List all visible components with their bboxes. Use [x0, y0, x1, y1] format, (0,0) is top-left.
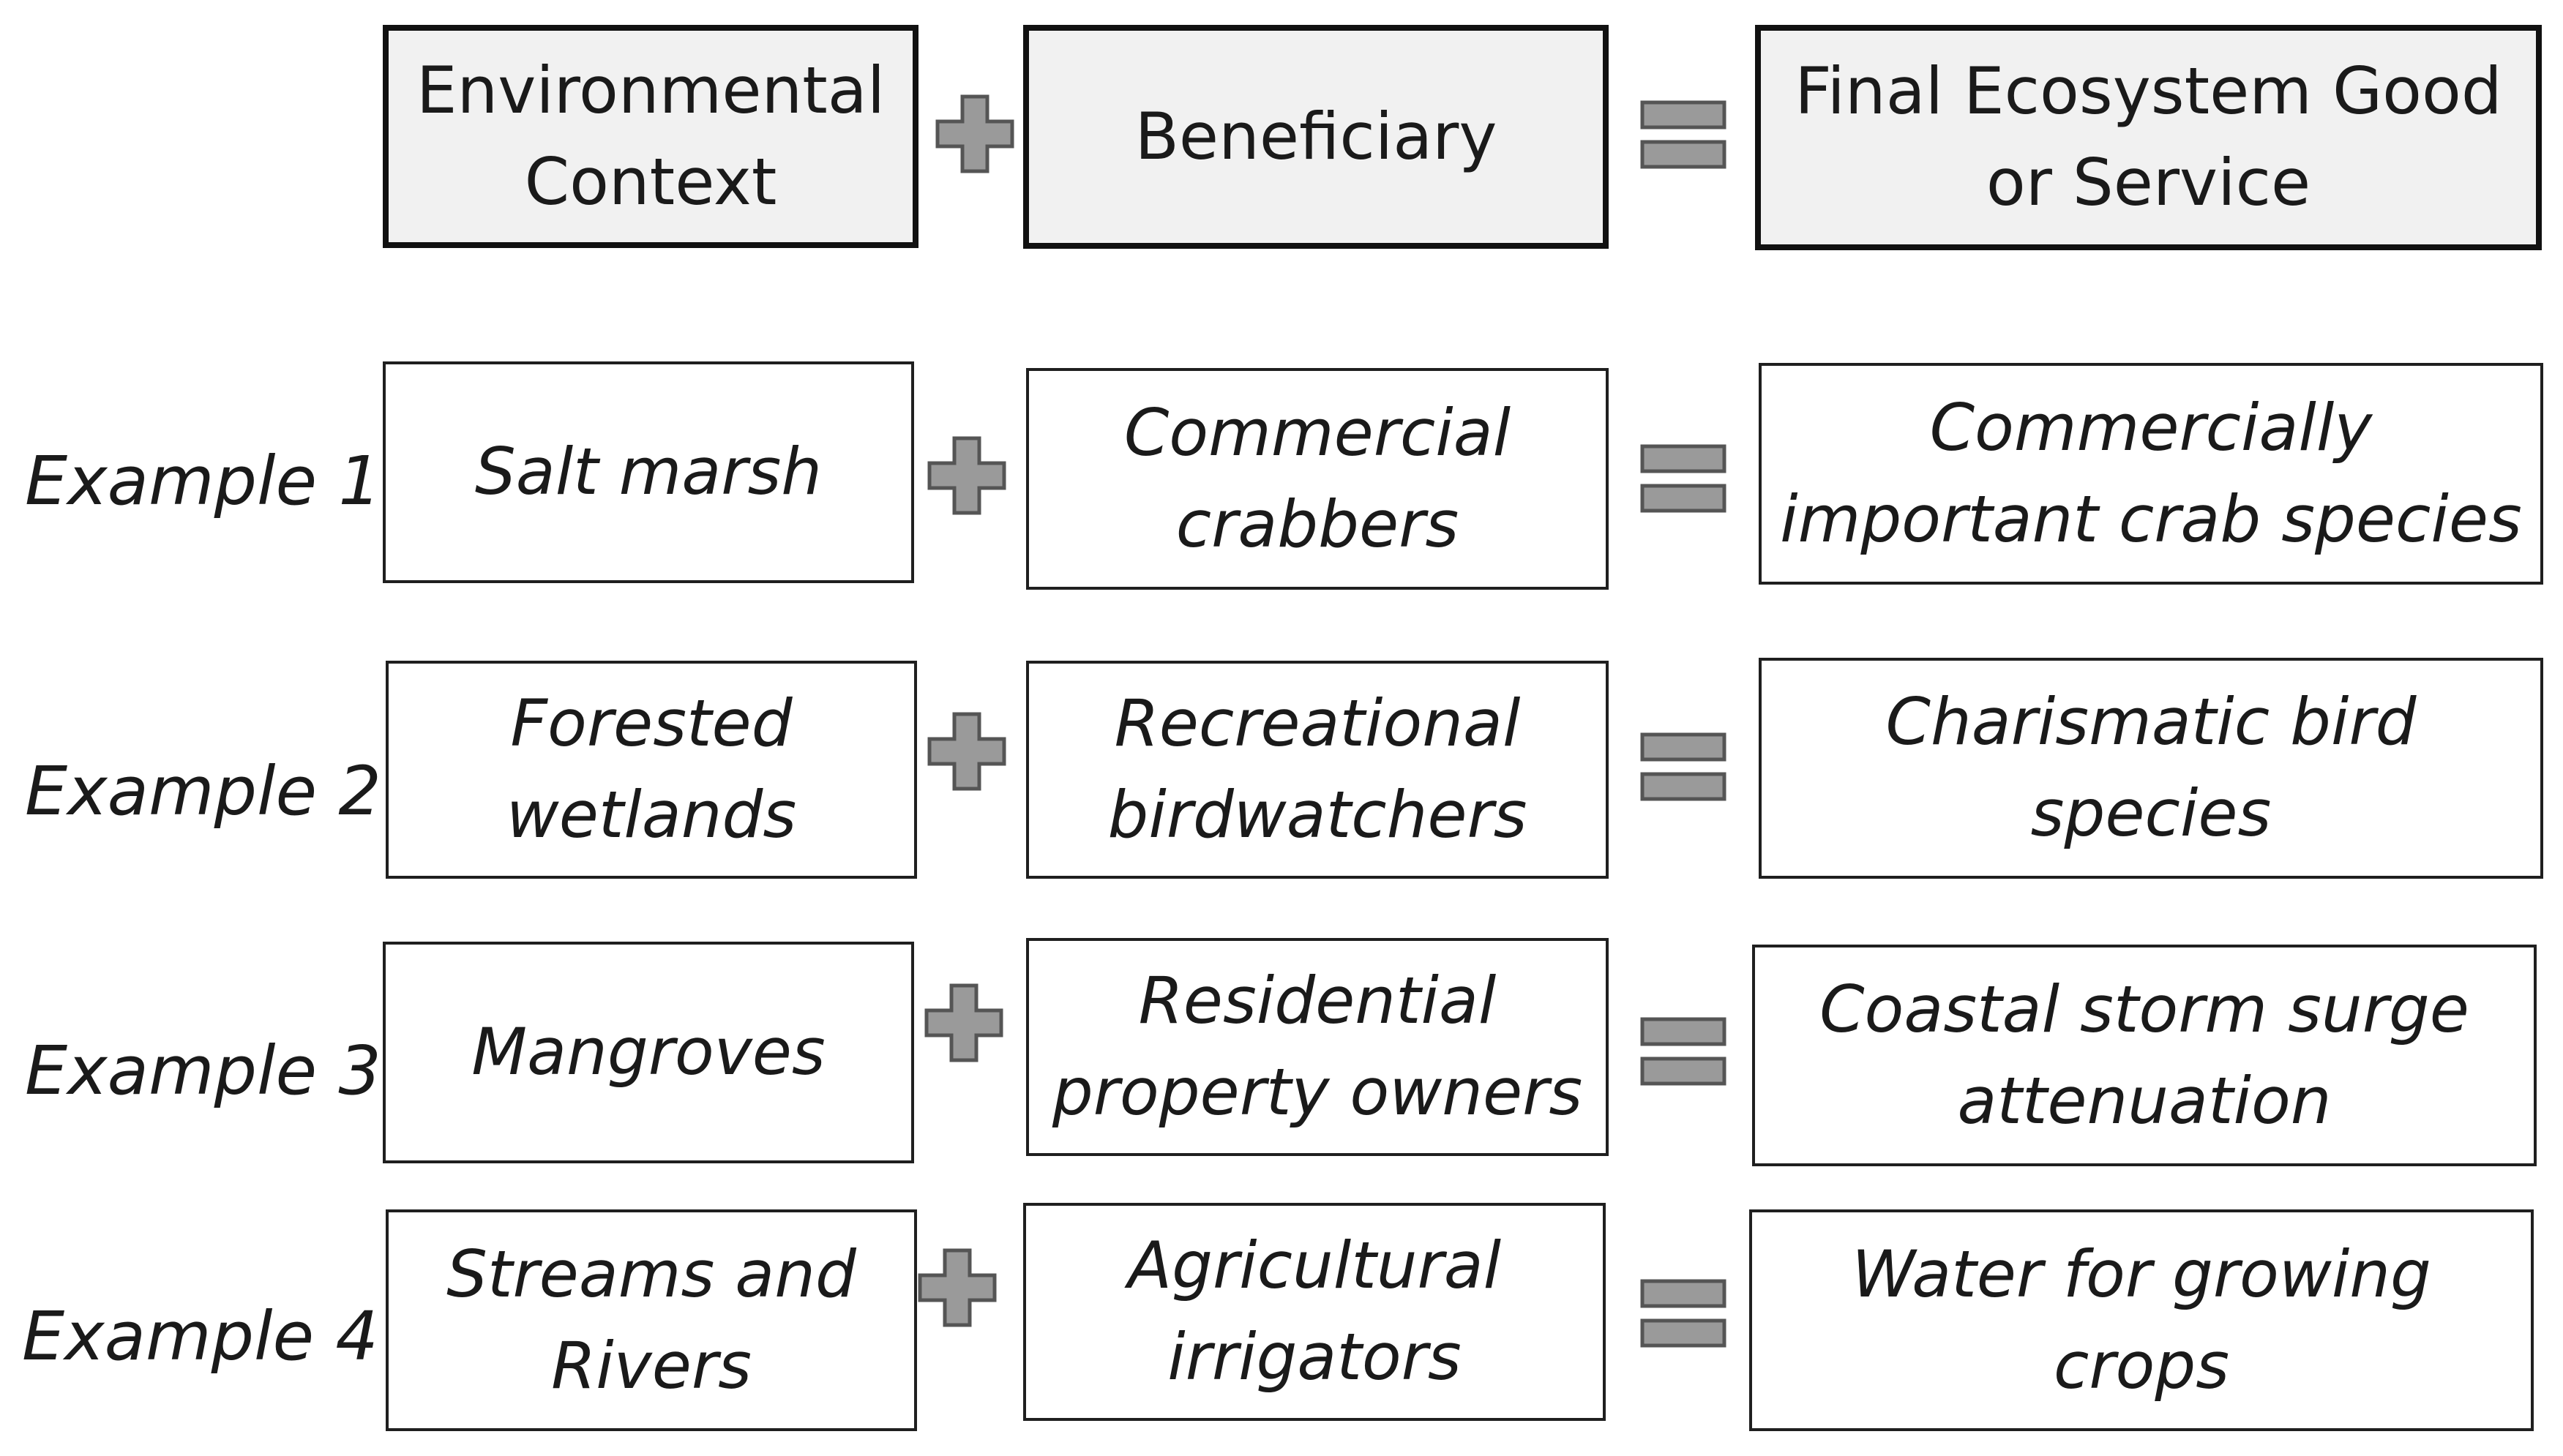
example-3-beneficiary-box: Residential property owners [1026, 938, 1609, 1156]
example-2-beneficiary-text: Recreational birdwatchers [1107, 686, 1527, 852]
example-2-equals-icon [1639, 732, 1727, 802]
example-2-environmental-context-text: Forested wetlands [506, 686, 797, 852]
example-1-beneficiary-text: Commercial crabbers [1123, 394, 1511, 562]
example-1-plus-icon [927, 435, 1007, 516]
example-1-equals-icon [1639, 443, 1727, 514]
example-2-final-ecosystem-box: Charismatic bird species [1759, 658, 2543, 879]
example-3-environmental-context-box: Mangroves [383, 942, 914, 1163]
header-final-ecosystem-text: Final Ecosystem Good or Service [1795, 53, 2502, 220]
example-1-final-ecosystem-box: Commercially important crab species [1759, 363, 2543, 585]
example-2-label: Example 2 [25, 752, 381, 830]
example-2-plus-icon [927, 711, 1007, 792]
example-1-beneficiary-box: Commercial crabbers [1026, 368, 1609, 590]
header-beneficiary-text: Beneficiary [1134, 98, 1497, 174]
header-plus-icon [935, 94, 1015, 174]
example-4-environmental-context-box: Streams and Rivers [386, 1209, 917, 1431]
example-2-beneficiary-box: Recreational birdwatchers [1026, 661, 1609, 879]
example-4-environmental-context-text: Streams and Rivers [446, 1236, 856, 1403]
example-4-beneficiary-box: Agricultural irrigators [1023, 1203, 1606, 1421]
example-3-beneficiary-text: Residential property owners [1052, 963, 1583, 1130]
header-equals-icon [1639, 100, 1727, 170]
header-final-ecosystem-box: Final Ecosystem Good or Service [1755, 25, 2542, 250]
example-4-label: Example 4 [22, 1297, 378, 1376]
example-1-final-ecosystem-text: Commercially important crab species [1780, 389, 2522, 557]
header-environmental-context-box: Environmental Context [383, 25, 918, 248]
example-4-beneficiary-text: Agricultural irrigators [1127, 1228, 1502, 1395]
example-1-environmental-context-text: Salt marsh [474, 434, 823, 510]
example-2-final-ecosystem-text: Charismatic bird species [1885, 684, 2417, 851]
example-4-final-ecosystem-text: Water for growing crops [1852, 1236, 2431, 1403]
header-beneficiary-box: Beneficiary [1023, 25, 1609, 249]
example-3-environmental-context-text: Mangroves [471, 1014, 826, 1090]
example-4-equals-icon [1639, 1278, 1727, 1348]
example-4-final-ecosystem-box: Water for growing crops [1749, 1209, 2534, 1431]
example-3-equals-icon [1639, 1016, 1727, 1087]
example-1-environmental-context-box: Salt marsh [383, 361, 914, 583]
example-4-plus-icon [917, 1247, 998, 1328]
header-environmental-context-text: Environmental Context [416, 52, 886, 219]
example-2-environmental-context-box: Forested wetlands [386, 661, 917, 879]
example-3-final-ecosystem-text: Coastal storm surge attenuation [1819, 971, 2469, 1138]
example-3-plus-icon [924, 983, 1004, 1063]
example-1-label: Example 1 [25, 442, 381, 520]
example-3-label: Example 3 [25, 1032, 381, 1110]
example-3-final-ecosystem-box: Coastal storm surge attenuation [1752, 945, 2537, 1166]
